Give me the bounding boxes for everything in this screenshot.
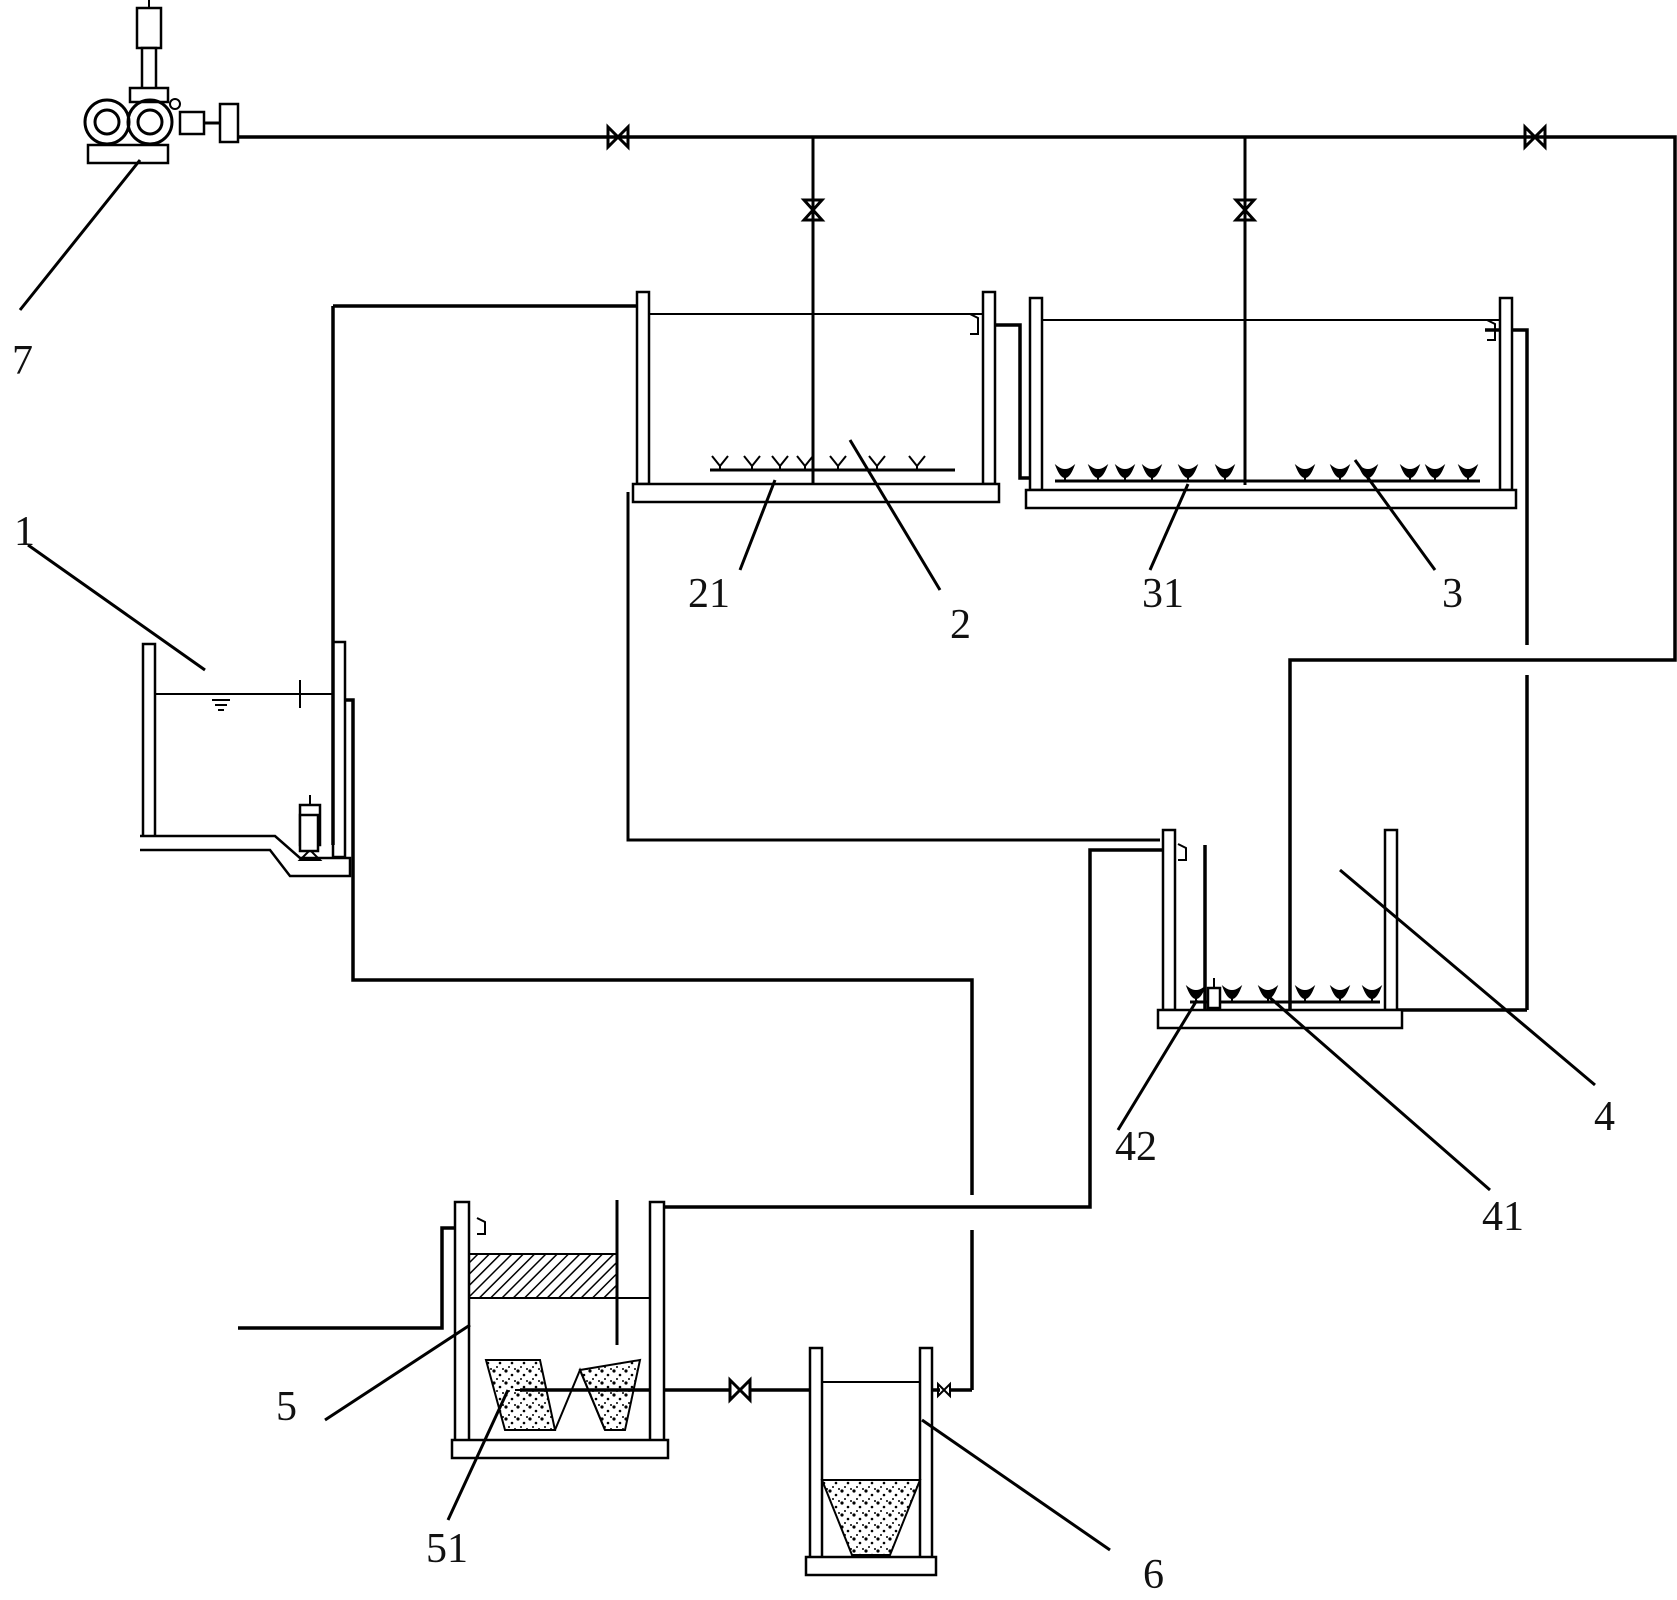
- air-pipe-network: [238, 135, 1677, 1010]
- tank-3: [1024, 296, 1518, 510]
- air-valve-tank4[interactable]: [1523, 123, 1547, 151]
- blower-unit: [83, 0, 240, 165]
- aerator-41: [1187, 987, 1381, 1004]
- label-aerator-31: 31: [1142, 571, 1184, 617]
- label-tank-4: 4: [1594, 1094, 1615, 1140]
- air-valve-main[interactable]: [606, 123, 630, 151]
- tank-6: [804, 1346, 938, 1577]
- sludge-valve[interactable]: [728, 1376, 752, 1404]
- label-tank-5: 5: [276, 1384, 297, 1430]
- label-tank-1: 1: [14, 509, 35, 555]
- tank-4: [1156, 828, 1404, 1030]
- leader-lines: [18, 159, 1596, 1552]
- outlet-valve-tank6[interactable]: [937, 1381, 951, 1399]
- label-aerator-41: 41: [1482, 1194, 1524, 1240]
- air-valve-tank3[interactable]: [1232, 198, 1258, 222]
- label-tank-3: 3: [1442, 571, 1463, 617]
- tank-2: [631, 290, 1001, 504]
- label-blower: 7: [12, 338, 33, 384]
- media-51: [484, 1358, 650, 1431]
- aerator-31: [1055, 466, 1480, 483]
- tank-5: [450, 1200, 670, 1460]
- label-media-51: 51: [426, 1526, 468, 1572]
- pump-tank-1: [298, 813, 320, 853]
- label-pump-42: 42: [1115, 1124, 1157, 1170]
- air-valve-tank2[interactable]: [800, 198, 826, 222]
- pump-42: [1206, 978, 1222, 1010]
- label-tank-2: 2: [950, 602, 971, 648]
- aerator-21: [710, 455, 955, 472]
- label-aerator-21: 21: [688, 571, 730, 617]
- label-tank-6: 6: [1143, 1552, 1164, 1598]
